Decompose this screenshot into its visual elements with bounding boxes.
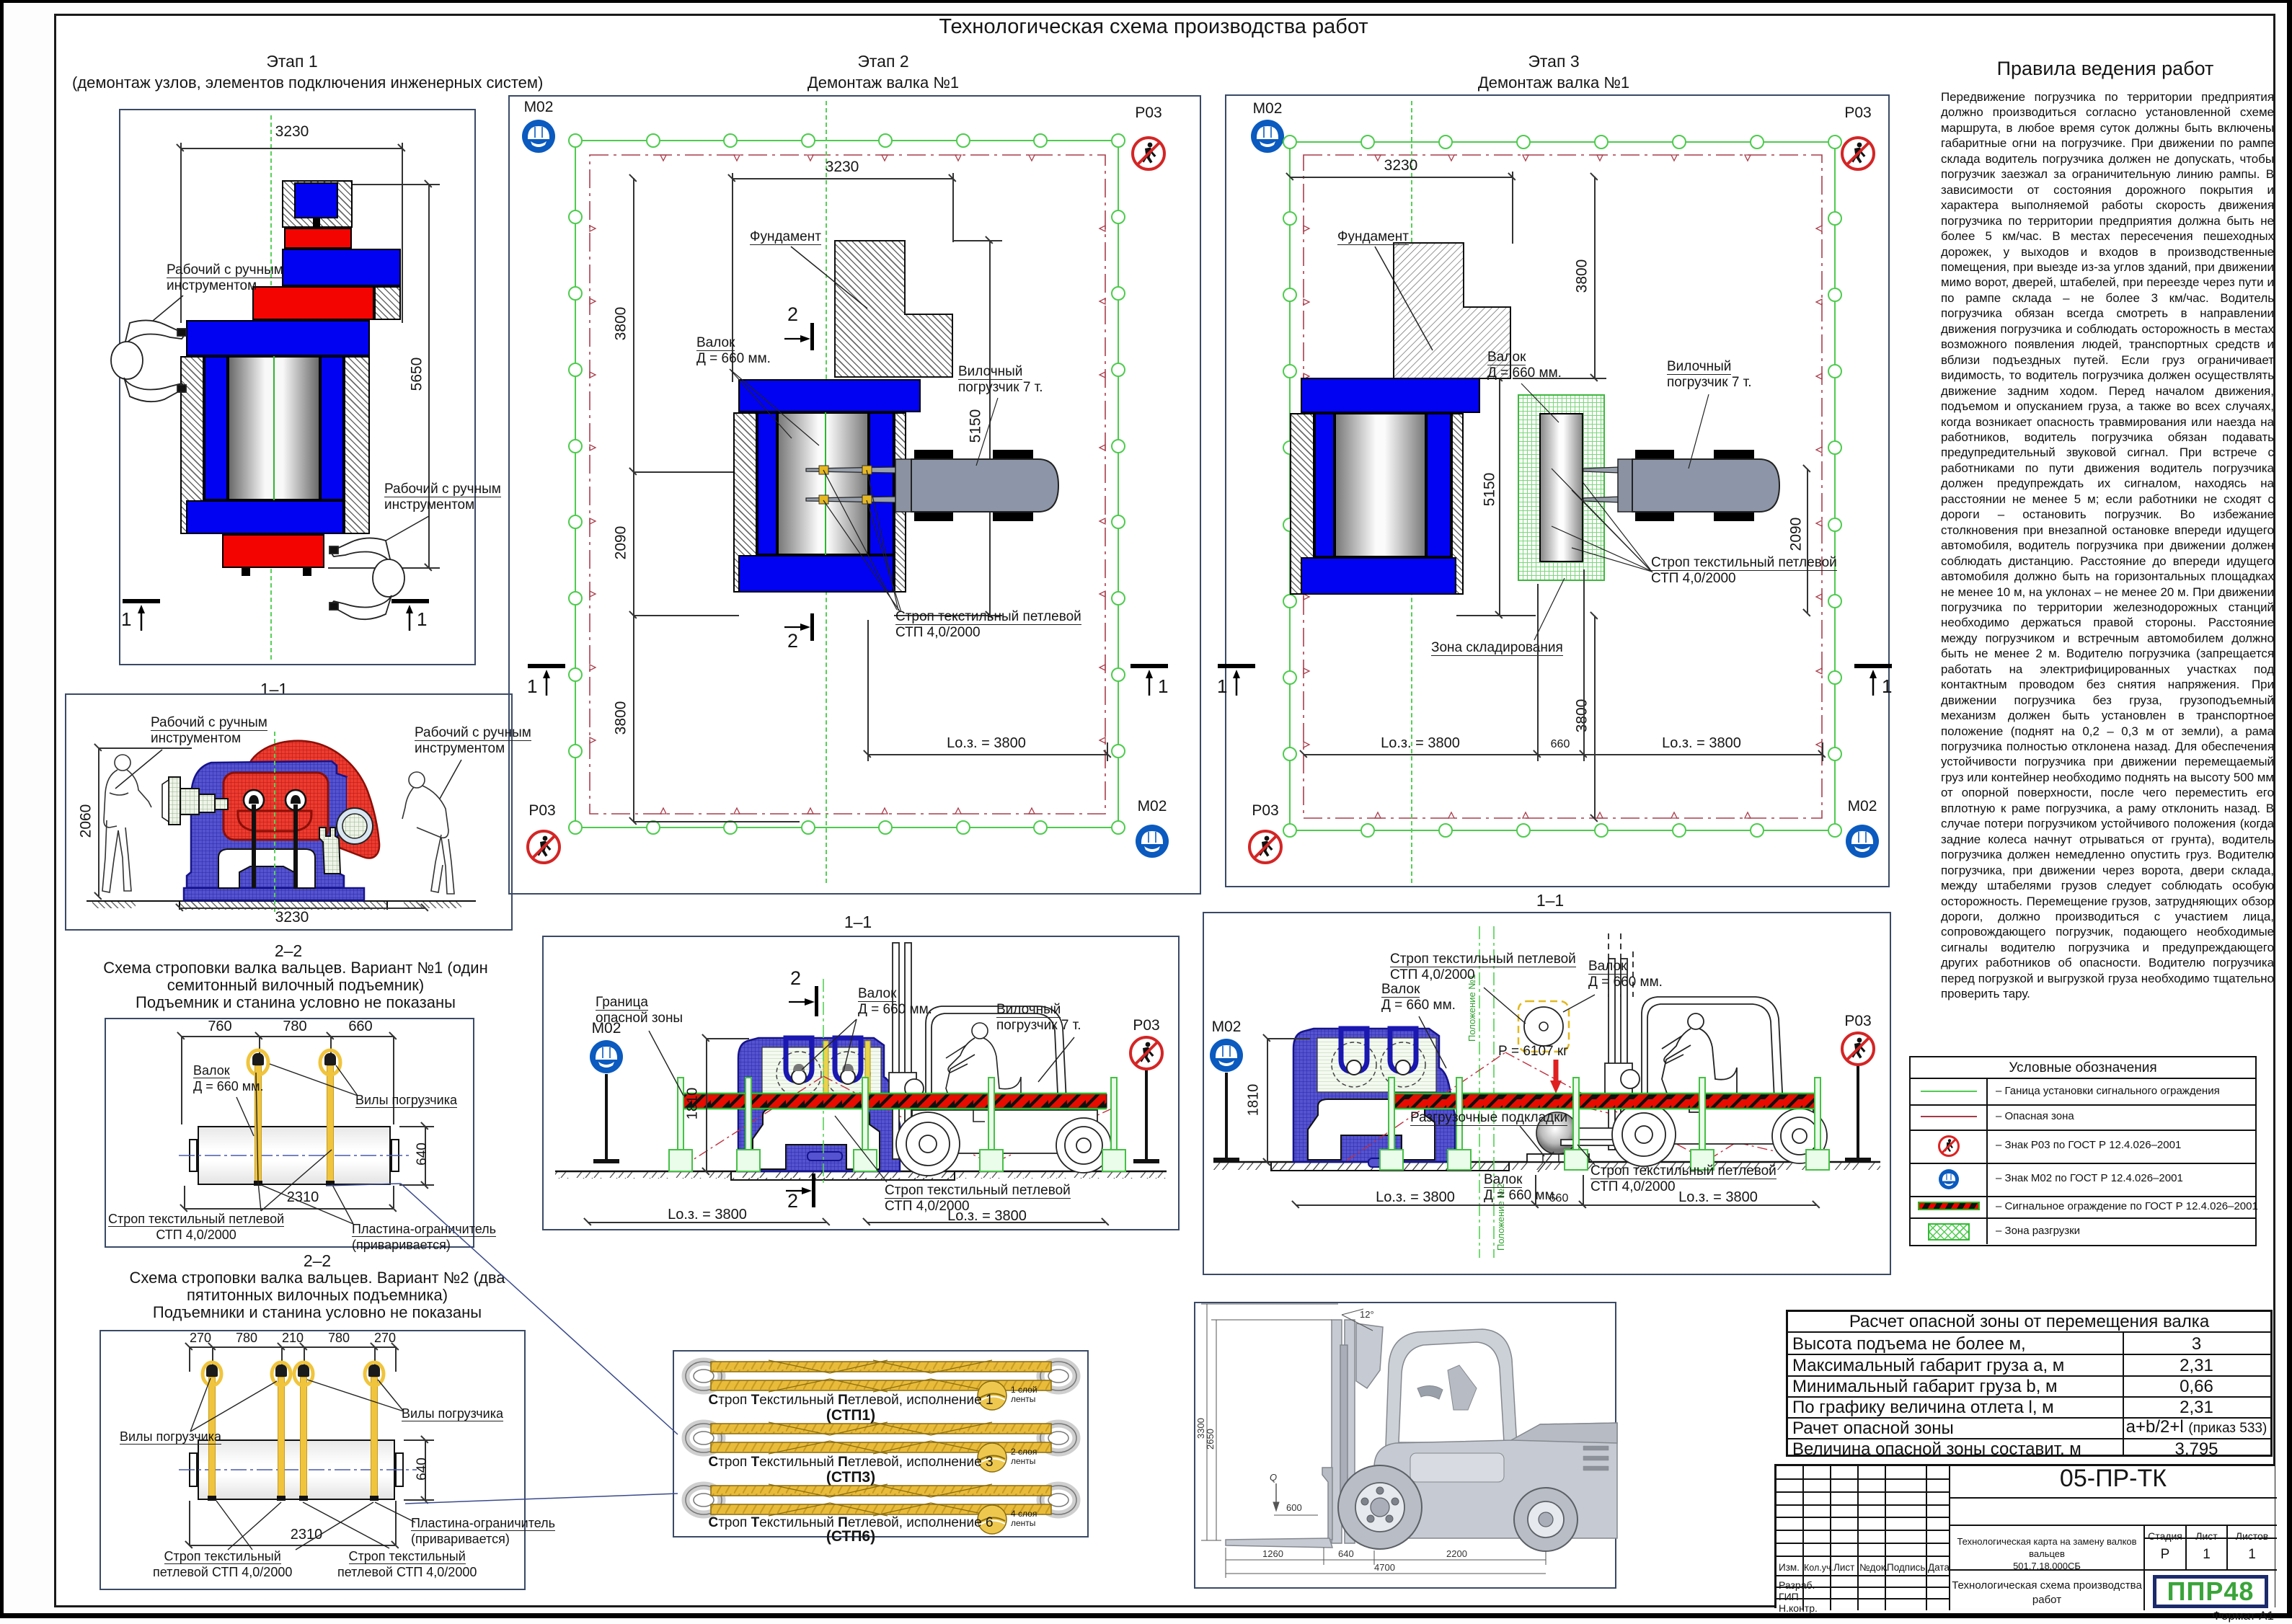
svg-text:640: 640 xyxy=(1338,1548,1354,1559)
svg-text:Q: Q xyxy=(1270,1472,1277,1483)
svg-text:4700: 4700 xyxy=(1374,1562,1395,1573)
svg-text:Положение №2: Положение №2 xyxy=(1495,1184,1506,1251)
svg-text:3300: 3300 xyxy=(1195,1418,1206,1439)
svg-text:2200: 2200 xyxy=(1446,1548,1467,1559)
svg-text:600: 600 xyxy=(1286,1502,1302,1513)
svg-text:1260: 1260 xyxy=(1262,1548,1283,1559)
svg-text:Положение №1: Положение №1 xyxy=(1466,975,1477,1042)
svg-text:12°: 12° xyxy=(1360,1309,1374,1320)
svg-text:2650: 2650 xyxy=(1205,1429,1216,1450)
